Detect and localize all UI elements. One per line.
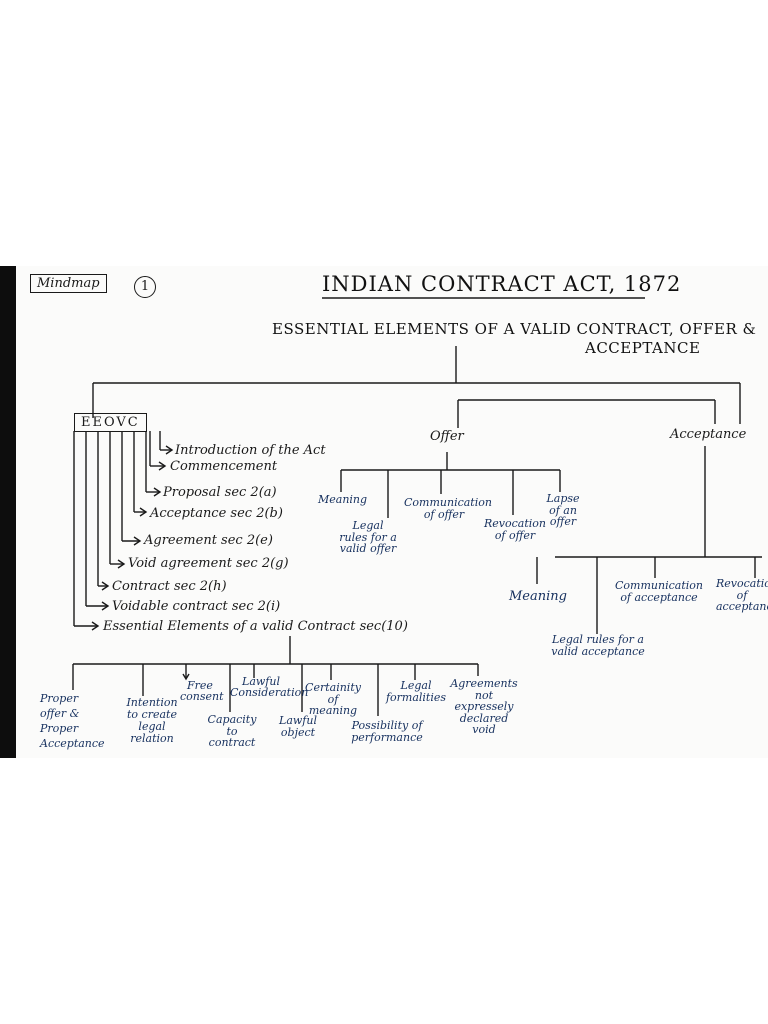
eeovc-item: Proposal sec 2(a) xyxy=(163,485,277,500)
essential-item: Lawful Consideration xyxy=(230,675,309,699)
mindmap-tag: Mindmap xyxy=(30,274,107,293)
eeovc-item: Introduction of the Act xyxy=(175,443,326,458)
subtitle-line-2: ACCEPTANCE xyxy=(585,339,701,357)
acceptance-item: Legal rules for a valid acceptance xyxy=(551,633,645,659)
essential-item: Intention to create legal relation xyxy=(126,696,178,746)
essential-item: Certainity of meaning xyxy=(305,681,361,718)
essential-item: Possibility of performance xyxy=(351,719,423,744)
offer-item: Communication of offer xyxy=(404,496,492,521)
acceptance-item: Communication of acceptance xyxy=(615,579,703,604)
acceptance-item: Revocation of acceptance xyxy=(716,577,768,614)
eeovc-item: Essential Elements of a valid Contract s… xyxy=(103,619,408,634)
eeovc-item: Commencement xyxy=(170,459,278,474)
essential-item: Lawful object xyxy=(279,714,317,739)
essential-item: Capacity to contract xyxy=(207,713,257,750)
offer-item: Revocation of offer xyxy=(484,517,546,542)
offer-label: Offer xyxy=(430,429,464,444)
offer-item: Lapse of an offer xyxy=(546,492,580,529)
acceptance-label: Acceptance xyxy=(670,427,747,442)
offer-item: Meaning xyxy=(318,493,368,506)
eeovc-box: EEOVC xyxy=(74,413,147,432)
offer-item: Legal rules for a valid offer xyxy=(339,519,397,556)
essential-item: Agreements not expressely declared void xyxy=(450,677,518,737)
eeovc-item: Agreement sec 2(e) xyxy=(144,533,273,548)
acceptance-item: Meaning xyxy=(509,589,567,604)
eeovc-item: Voidable contract sec 2(i) xyxy=(112,599,281,614)
page-title: INDIAN CONTRACT ACT, 1872 xyxy=(322,272,682,296)
essential-item: Legal formalities xyxy=(385,679,447,704)
eeovc-item: Acceptance sec 2(b) xyxy=(150,506,283,521)
mindmap-number: 1 xyxy=(134,276,156,298)
eeovc-item: Contract sec 2(h) xyxy=(112,579,227,594)
subtitle-line-1: ESSENTIAL ELEMENTS OF A VALID CONTRACT, … xyxy=(272,320,757,338)
essential-item: Free consent xyxy=(180,679,224,703)
photo-border xyxy=(0,266,16,758)
essential-item: Proper offer & Proper Acceptance xyxy=(40,692,105,750)
eeovc-item: Void agreement sec 2(g) xyxy=(128,556,289,571)
